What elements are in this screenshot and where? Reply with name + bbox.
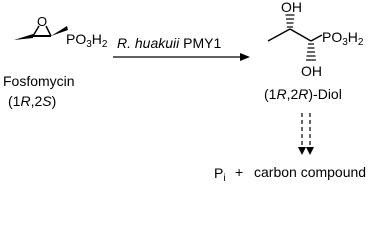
diol-c2-c1-bond xyxy=(289,28,312,42)
diol-c1-p-bond xyxy=(310,34,323,42)
diol-top-hashed-bond xyxy=(285,14,295,28)
methyl-wedge-bond xyxy=(14,34,33,40)
reactant-stereo-label: (1R,2S) xyxy=(8,93,56,109)
inorganic-phosphate-label: Pi xyxy=(214,165,226,184)
reactant-phosphonate-group: PO3H2 xyxy=(66,31,108,50)
epoxide-c1-o-bond xyxy=(32,25,40,37)
carbon-compound-label: carbon compound xyxy=(254,164,366,180)
fosfomycin-structure: O PO3H2 Fosfomycin (1R,2S) xyxy=(3,14,108,109)
product-phosphonate-group: PO3H2 xyxy=(322,29,364,48)
plus-sign: + xyxy=(235,164,243,180)
reactant-name: Fosfomycin xyxy=(3,73,75,89)
epoxide-c2-o-bond xyxy=(45,25,52,37)
phosphonate-wedge-bond xyxy=(51,26,68,36)
product-stereo-label: (1R,2R)-Diol xyxy=(264,86,342,102)
diol-bottom-hashed-bond xyxy=(306,43,316,61)
diol-methyl-bond xyxy=(267,28,291,42)
arrow-label: R. huakuii PMY1 xyxy=(117,35,221,51)
diol-bottom-hydroxyl: OH xyxy=(301,63,322,79)
diol-structure: OH OH PO3H2 (1R,2R)-Diol xyxy=(264,0,364,102)
degradation-products: Pi + carbon compound xyxy=(214,164,366,184)
degradation-arrows xyxy=(298,113,314,155)
reaction-arrow: R. huakuii PMY1 xyxy=(113,35,250,61)
reaction-scheme: O PO3H2 Fosfomycin (1R,2S) R. huakuii PM… xyxy=(3,0,366,184)
diol-top-hydroxyl: OH xyxy=(281,0,302,15)
epoxide-oxygen-label: O xyxy=(37,14,47,29)
